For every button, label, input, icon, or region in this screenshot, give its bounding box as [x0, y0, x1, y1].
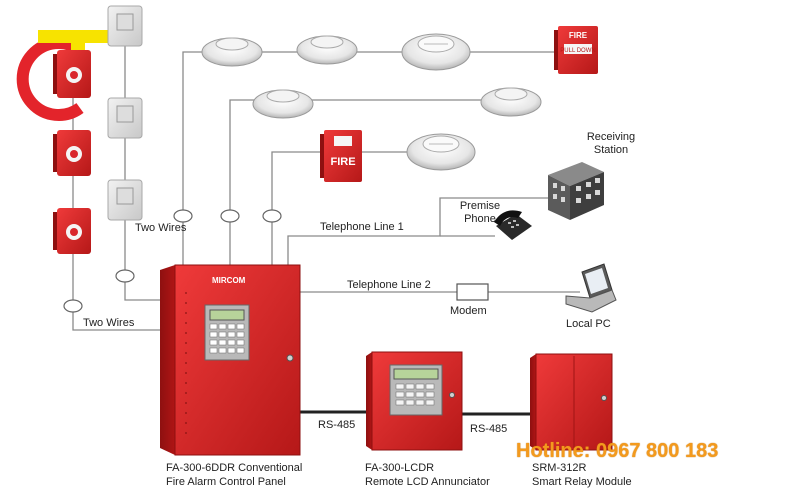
pull-station-top: PULL DOWN FIRE	[554, 26, 598, 74]
receiving-station-label: Receiving Station	[586, 131, 636, 156]
laptop-icon	[565, 263, 617, 313]
pull-down-text: PULL DOWN	[560, 48, 595, 54]
horn-strobe-1	[53, 50, 91, 98]
premise-phone-label: Premise Phone	[459, 200, 501, 225]
white-strobe-2	[107, 97, 143, 139]
smoke-detector-4	[480, 87, 542, 117]
modem-label: Modem	[450, 305, 487, 317]
smoke-detector-1	[201, 37, 263, 67]
pull-station-fire: FIRE	[320, 130, 362, 182]
panel-caption-line-2: Fire Alarm Control Panel	[166, 476, 286, 488]
heat-detector-1	[401, 33, 471, 71]
rs485-bus	[294, 410, 530, 416]
modem-box	[456, 283, 489, 301]
hotline-text: Hotline: 0967 800 183	[516, 440, 719, 462]
rs485-label-b: RS-485	[470, 423, 508, 435]
rs485-label-a: RS-485	[318, 419, 356, 431]
two-wires-label-top: Two Wires	[135, 222, 187, 234]
white-strobe-3	[107, 179, 143, 221]
remote-lcd-annunciator	[366, 351, 463, 451]
panel-caption-line-1: FA-300-6DDR Conventional	[166, 462, 303, 474]
telephone-icon	[494, 210, 532, 240]
telephone-line-1-label: Telephone Line 1	[320, 221, 404, 233]
telephone-line-2-label: Telephone Line 2	[347, 279, 431, 291]
lcd-caption-line-1: FA-300-LCDR	[365, 462, 435, 474]
fire-text-small: FIRE	[569, 31, 588, 40]
lcd-caption-line-2: Remote LCD Annunciator	[365, 476, 490, 488]
horn-strobe-3	[53, 208, 91, 254]
fire-alarm-control-panel: MIRCOM	[160, 264, 301, 456]
smoke-detector-2	[296, 35, 358, 65]
relay-caption-line-1: SRM-312R	[532, 462, 587, 474]
wire-loop-markers	[63, 209, 282, 313]
local-pc-label: Local PC	[566, 318, 611, 330]
two-wires-label-left: Two Wires	[83, 317, 135, 329]
heat-detector-2	[406, 133, 476, 171]
smoke-detector-3	[252, 89, 314, 119]
relay-caption-line-2: Smart Relay Module	[532, 476, 632, 488]
brand-text: MIRCOM	[212, 276, 246, 285]
fire-text: FIRE	[330, 156, 355, 168]
smart-relay-module	[530, 353, 613, 451]
receiving-station-icon	[548, 162, 604, 220]
horn-strobe-2	[53, 130, 91, 176]
white-strobe-1	[107, 5, 143, 47]
